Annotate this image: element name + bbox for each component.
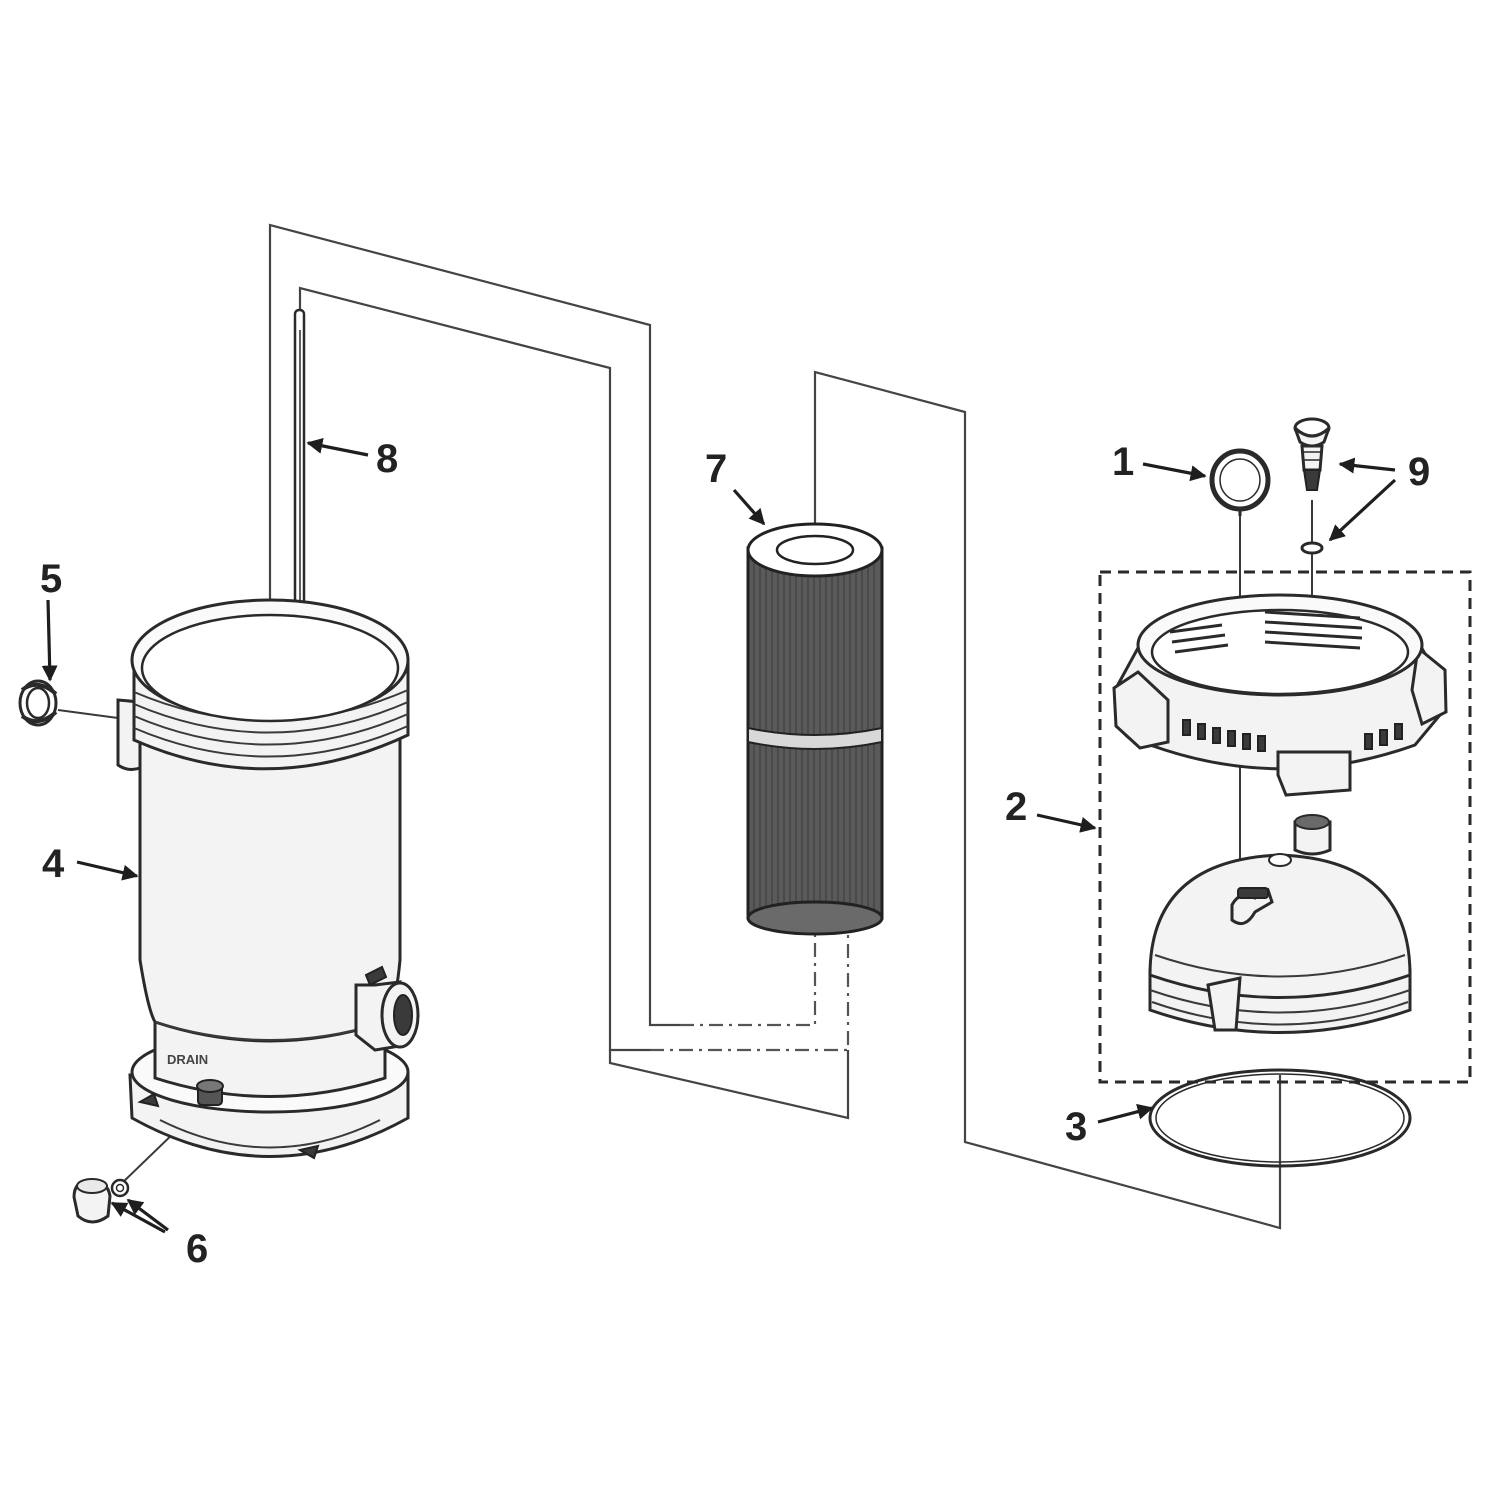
callout-4: 4: [42, 842, 65, 886]
callout-7: 7: [705, 447, 727, 491]
air-relief-valve: [1293, 417, 1331, 491]
tank-lid: [1148, 814, 1412, 1034]
ring-threads: [1169, 610, 1363, 654]
air-relief-elbow: [18, 679, 58, 727]
valve-washer: [1300, 541, 1324, 555]
callout-9: 9: [1408, 450, 1430, 494]
lid-assembly-box: [1098, 570, 1472, 1084]
callout-6: 6: [186, 1227, 208, 1271]
ring-slots: [1182, 719, 1403, 752]
callout-1: 1: [1112, 440, 1134, 484]
callout-8: 8: [376, 437, 398, 481]
callout-leaders: [41, 437, 1397, 1234]
drain-plug-and-o-ring: [72, 1178, 130, 1224]
pressure-gauge: [1209, 448, 1271, 516]
callout-numbers: 1 2 3 4 5 6 7 8 9: [40, 437, 1430, 1271]
drain-label: DRAIN: [167, 1052, 208, 1067]
callout-5: 5: [40, 557, 62, 601]
callout-2: 2: [1005, 785, 1027, 829]
filter-cartridge: [746, 522, 884, 936]
filter-tank: DRAIN: [116, 598, 420, 1160]
callout-3: 3: [1065, 1105, 1087, 1149]
locking-ring: [1112, 593, 1448, 797]
